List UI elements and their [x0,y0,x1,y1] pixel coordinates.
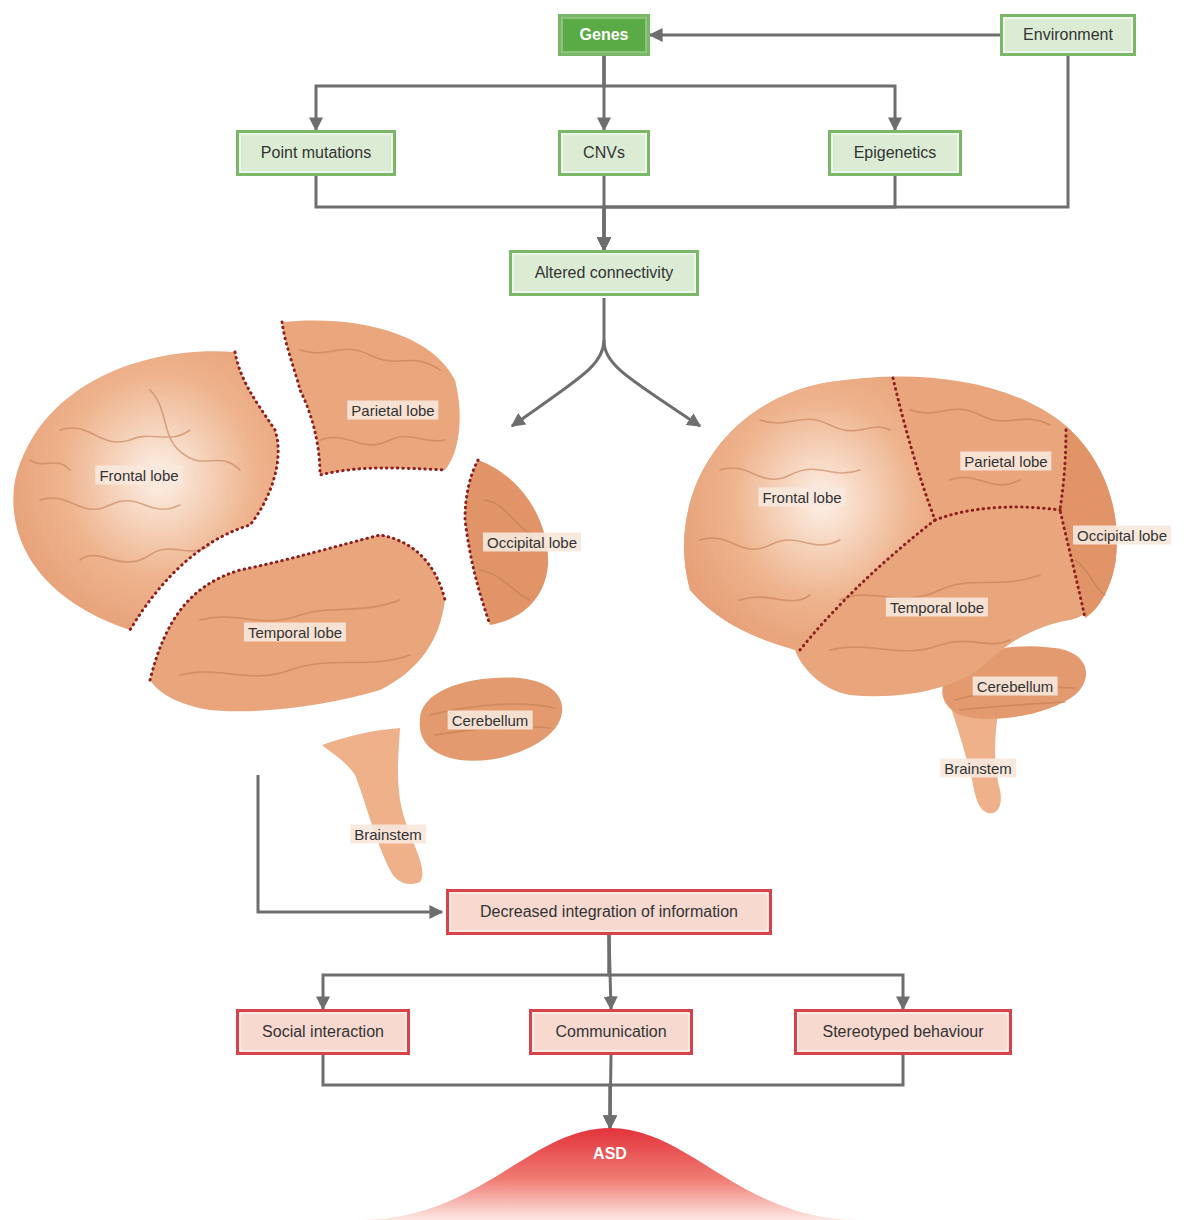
gyrus [830,640,1010,651]
cerebellum-piece [420,678,562,761]
dotted-boundary [935,507,1060,520]
flow-arrow [604,56,895,130]
brainstem-piece [322,728,422,884]
process-box: Social interaction [236,1009,410,1055]
box-label: Communication [555,1022,666,1041]
box-label: Genes [580,25,629,44]
box-label: Decreased integration of information [480,902,738,921]
gyrus [40,498,180,509]
flow-arrow [316,56,604,130]
bell-curve [360,1128,860,1220]
box-label: Stereotyped behaviour [823,1022,984,1041]
flow-arrow [316,176,604,250]
gyrus [80,545,210,562]
process-box: CNVs [558,130,650,176]
parietal-piece [282,320,460,475]
flow-arrow [604,176,895,250]
cerebrum-shape [684,376,1117,696]
flow-arrow [258,775,442,912]
dotted-boundary [800,520,935,650]
box-label: Social interaction [262,1022,384,1041]
lobe-label: Temporal lobe [886,598,988,617]
lobe-label: Occipital lobe [1073,526,1171,545]
lobe-label: Occipital lobe [483,533,581,552]
gyri [700,409,1105,710]
box-label: Altered connectivity [535,263,674,282]
whole-brain [684,376,1117,813]
box-label: Epigenetics [854,143,937,162]
dotted-boundary [282,322,445,475]
process-box: Genes [558,14,650,56]
occipital-region [1060,426,1117,618]
bell-shape [360,1128,860,1220]
flow-arrow [610,1055,903,1128]
process-box: Epigenetics [828,130,962,176]
gyrus [740,595,810,601]
lobe-label: Brainstem [350,825,426,844]
gyrus [960,702,1065,710]
gyrus [700,538,840,549]
process-box: Communication [529,1009,693,1055]
flow-arrow [604,56,1068,250]
lobe-label: Parietal lobe [347,401,438,420]
gyrus [150,390,240,470]
lobe-label: Frontal lobe [758,488,845,507]
dotted-boundary [1060,430,1085,618]
outcome-bell: ASD [360,1128,860,1220]
lobe-label: Temporal lobe [244,623,346,642]
gyrus [320,436,445,444]
process-box: Stereotyped behaviour [794,1009,1012,1055]
gyrus [720,468,860,479]
flow-arrow [609,935,903,1009]
exploded-brain [13,320,562,884]
flow-arrow [512,340,604,426]
lobe-label: Cerebellum [973,677,1058,696]
temporal-piece [150,535,445,711]
gyrus [300,349,440,370]
flow-arrow [604,340,700,426]
lobe-label: Cerebellum [448,711,533,730]
lobe-boundaries [800,378,1085,650]
lobe-label: Frontal lobe [95,466,182,485]
gyrus [840,575,1040,600]
gyri [30,349,555,735]
process-box: Point mutations [236,130,396,176]
gyrus [180,655,410,676]
process-box: Environment [1000,14,1136,56]
box-label: Point mutations [261,143,371,162]
flow-arrow [323,935,609,1009]
gyrus [910,409,1050,425]
gyrus [760,419,890,431]
box-label: ASD [593,1144,627,1163]
flow-arrow [323,1055,610,1128]
gyrus [480,570,530,600]
flow-line [603,298,606,340]
lobe-label: Parietal lobe [960,452,1051,471]
process-box: Decreased integration of information [446,889,772,935]
gyrus [30,460,70,470]
lobe-label: Brainstem [940,759,1016,778]
box-label: CNVs [583,143,625,162]
process-box: Altered connectivity [509,250,699,296]
dotted-boundary [150,535,445,680]
cut-lines [130,322,490,680]
box-label: Environment [1023,25,1113,44]
gyrus [1075,560,1105,595]
gyrus [950,478,1020,485]
dotted-boundary [893,378,935,520]
flow-arrow [650,34,1000,37]
gyrus [200,600,400,621]
illustration-arrows [258,298,700,912]
gyrus [485,500,535,535]
